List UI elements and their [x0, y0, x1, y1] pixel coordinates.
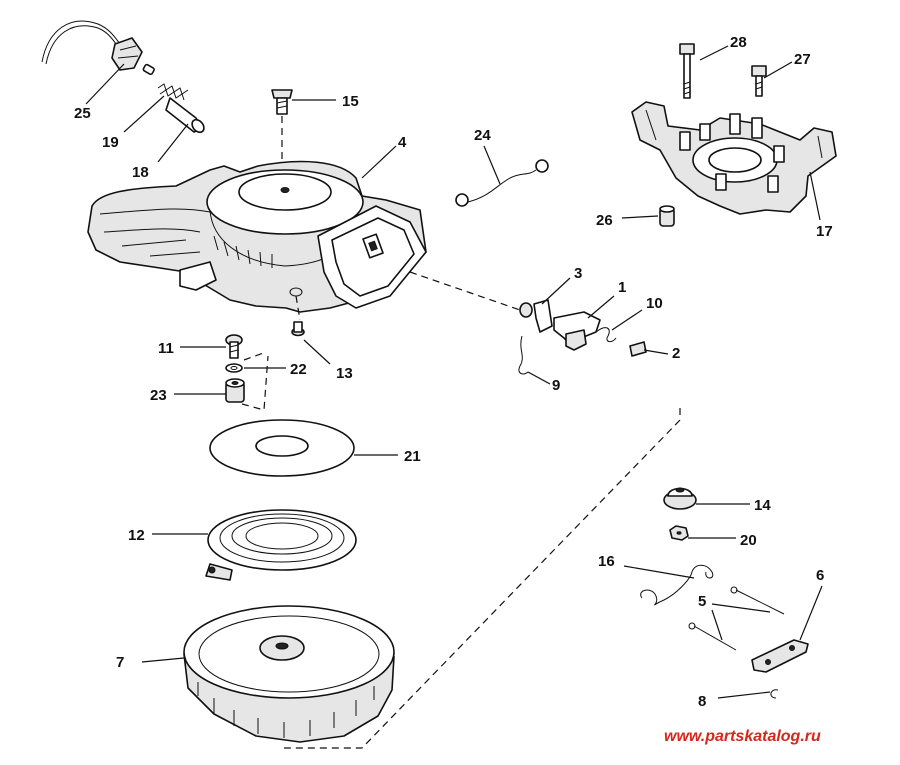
- part-20-nut: [669, 525, 689, 541]
- assembly-guide-line: [284, 408, 681, 749]
- label-23: 23: [150, 387, 167, 404]
- callout-leaders: [85, 45, 823, 699]
- label-12: 12: [128, 527, 145, 544]
- label-24: 24: [474, 127, 491, 144]
- label-9: 9: [552, 377, 560, 394]
- part-23-bushing: [225, 351, 269, 411]
- label-20: 20: [740, 532, 757, 549]
- label-13: 13: [336, 365, 353, 382]
- part-24-wire-lead: [455, 159, 549, 207]
- label-2: 2: [672, 345, 680, 362]
- part-2-clip: [629, 341, 647, 357]
- label-4: 4: [398, 134, 407, 151]
- part-12-rewind-spring: [205, 509, 357, 581]
- part-number-labels: 25 19 18 15 4 24 28 27 17 26 3 1 10 2 9 …: [74, 34, 833, 710]
- part-27-bolt: [751, 65, 767, 97]
- label-17: 17: [816, 223, 833, 240]
- part-8-e-clip: [770, 689, 779, 699]
- label-25: 25: [74, 105, 91, 122]
- part-6-pawl: [751, 639, 809, 673]
- part-9-spring: [518, 335, 529, 375]
- label-14: 14: [754, 497, 771, 514]
- label-22: 22: [290, 361, 307, 378]
- label-10: 10: [646, 295, 663, 312]
- part-28-bolt: [679, 43, 695, 99]
- part-3-lockout-plate: [409, 271, 553, 333]
- label-8: 8: [698, 693, 706, 710]
- label-16: 16: [598, 553, 615, 570]
- label-6: 6: [816, 567, 824, 584]
- part-21-spring-plate: [209, 419, 355, 477]
- part-26-bushing: [659, 205, 675, 227]
- part-1-lockout-lever: [553, 311, 601, 351]
- part-7-pulley: [183, 605, 395, 743]
- part-4-starter-housing: [87, 160, 427, 321]
- part-14-knob: [663, 487, 697, 510]
- part-17-mounting-bracket: [631, 101, 837, 215]
- part-11-screw: [225, 334, 243, 359]
- label-18: 18: [132, 164, 149, 181]
- part-22-washer: [225, 363, 243, 373]
- label-11: 11: [158, 340, 174, 357]
- part-25-cable-plug: [41, 20, 155, 76]
- label-21: 21: [404, 448, 421, 465]
- part-13-stud: [291, 321, 305, 337]
- label-5: 5: [698, 593, 706, 610]
- label-15: 15: [342, 93, 359, 110]
- label-27: 27: [794, 51, 811, 68]
- part-16-spring-link: [640, 564, 714, 606]
- part-5-springs: [688, 586, 785, 651]
- label-28: 28: [730, 34, 747, 51]
- label-19: 19: [102, 134, 119, 151]
- label-26: 26: [596, 212, 613, 229]
- label-1: 1: [618, 279, 626, 296]
- part-19-spring: [157, 83, 189, 101]
- part-18-pin: [165, 97, 205, 134]
- watermark-text: www.partskatalog.ru: [664, 728, 821, 745]
- label-3: 3: [574, 265, 582, 282]
- part-10-spring-clip: [595, 327, 617, 343]
- label-7: 7: [116, 654, 124, 671]
